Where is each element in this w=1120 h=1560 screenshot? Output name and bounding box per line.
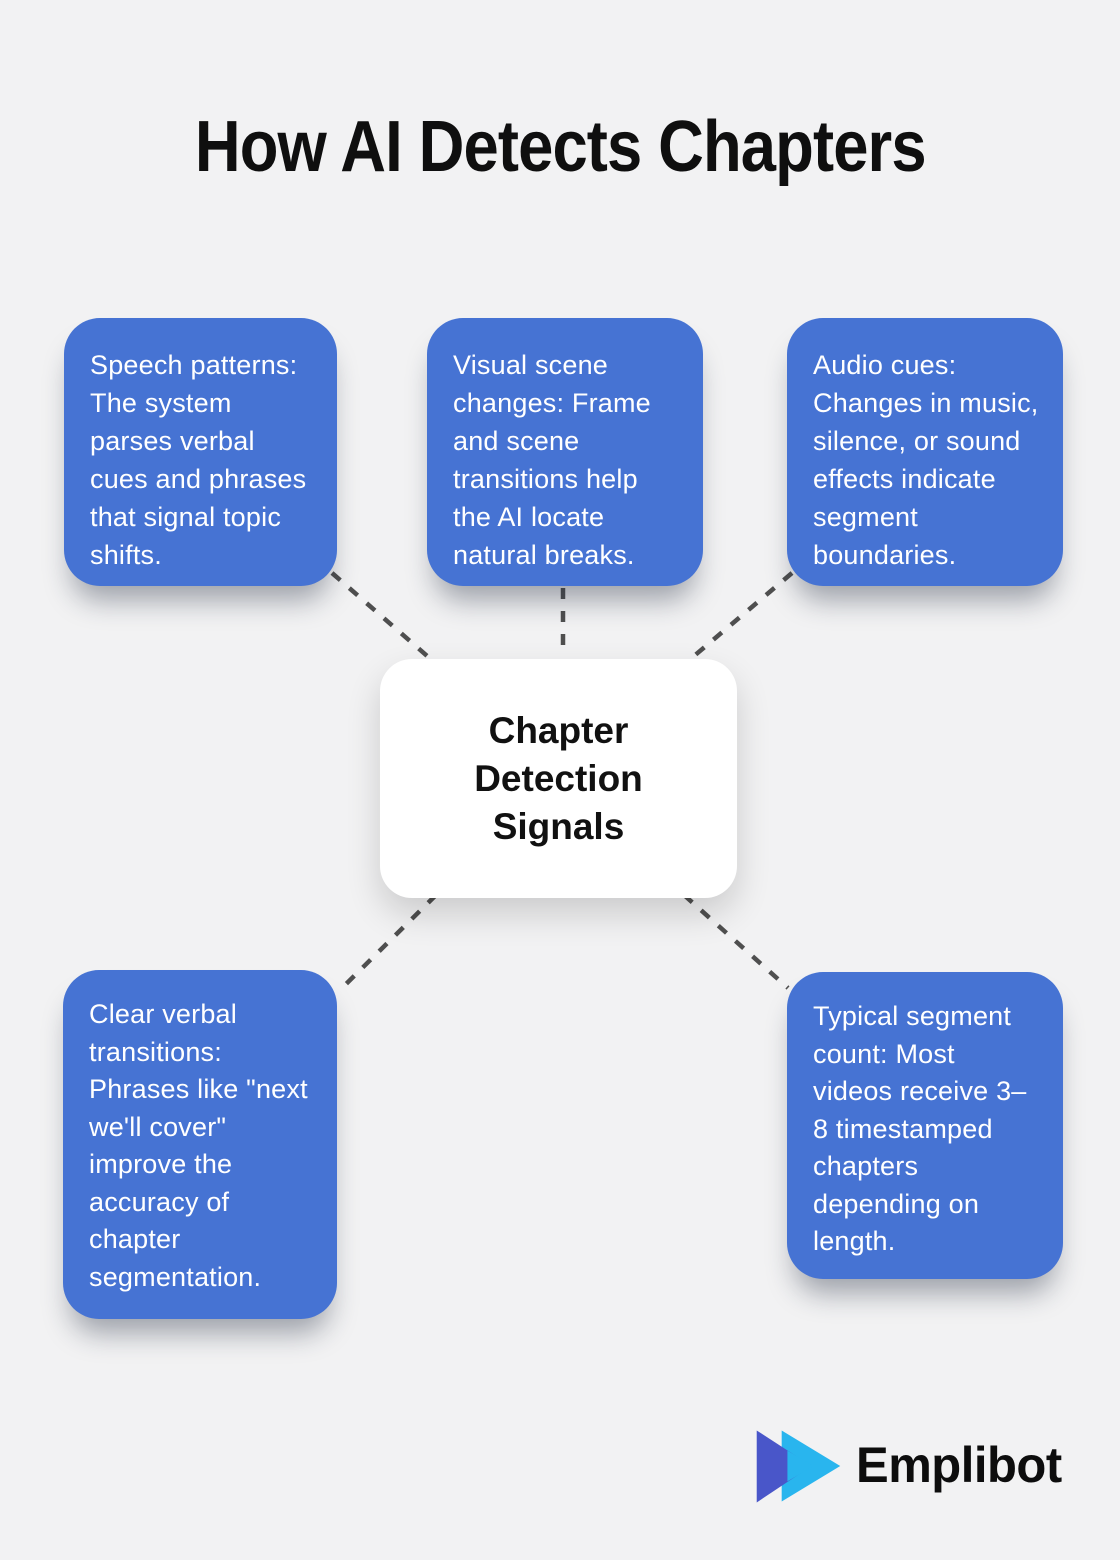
page-title: How AI Detects Chapters	[0, 110, 1120, 184]
emplibot-brand: Emplibot	[750, 1415, 1070, 1515]
card-typical-segment-count: Typical segment count: Most videos recei…	[787, 972, 1063, 1279]
card-visual-scene-changes-text: Visual scene changes: Frame and scene tr…	[453, 350, 651, 570]
center-node-chapter-detection-signals: Chapter Detection Signals	[380, 659, 737, 898]
card-speech-patterns: Speech patterns: The system parses verba…	[64, 318, 337, 586]
card-clear-verbal-transitions-text: Clear verbal transitions: Phrases like "…	[89, 999, 308, 1292]
card-visual-scene-changes: Visual scene changes: Frame and scene tr…	[427, 318, 703, 586]
card-audio-cues-text: Audio cues: Changes in music, silence, o…	[813, 350, 1039, 570]
page-title-text: How AI Detects Chapters	[194, 107, 927, 187]
connector-center-to-segment-count	[682, 893, 790, 990]
center-node-label: Chapter Detection Signals	[474, 709, 643, 847]
card-speech-patterns-text: Speech patterns: The system parses verba…	[90, 350, 307, 570]
card-typical-segment-count-text: Typical segment count: Most videos recei…	[813, 1001, 1027, 1256]
card-clear-verbal-transitions: Clear verbal transitions: Phrases like "…	[63, 970, 337, 1319]
emplibot-play-triangles-icon	[756, 1430, 841, 1503]
card-audio-cues: Audio cues: Changes in music, silence, o…	[787, 318, 1063, 586]
connector-center-to-transitions	[338, 893, 438, 992]
connector-audio-to-center	[685, 571, 794, 664]
connector-speech-to-center	[330, 571, 436, 664]
emplibot-logo-text: Emplibot	[856, 1437, 1062, 1493]
